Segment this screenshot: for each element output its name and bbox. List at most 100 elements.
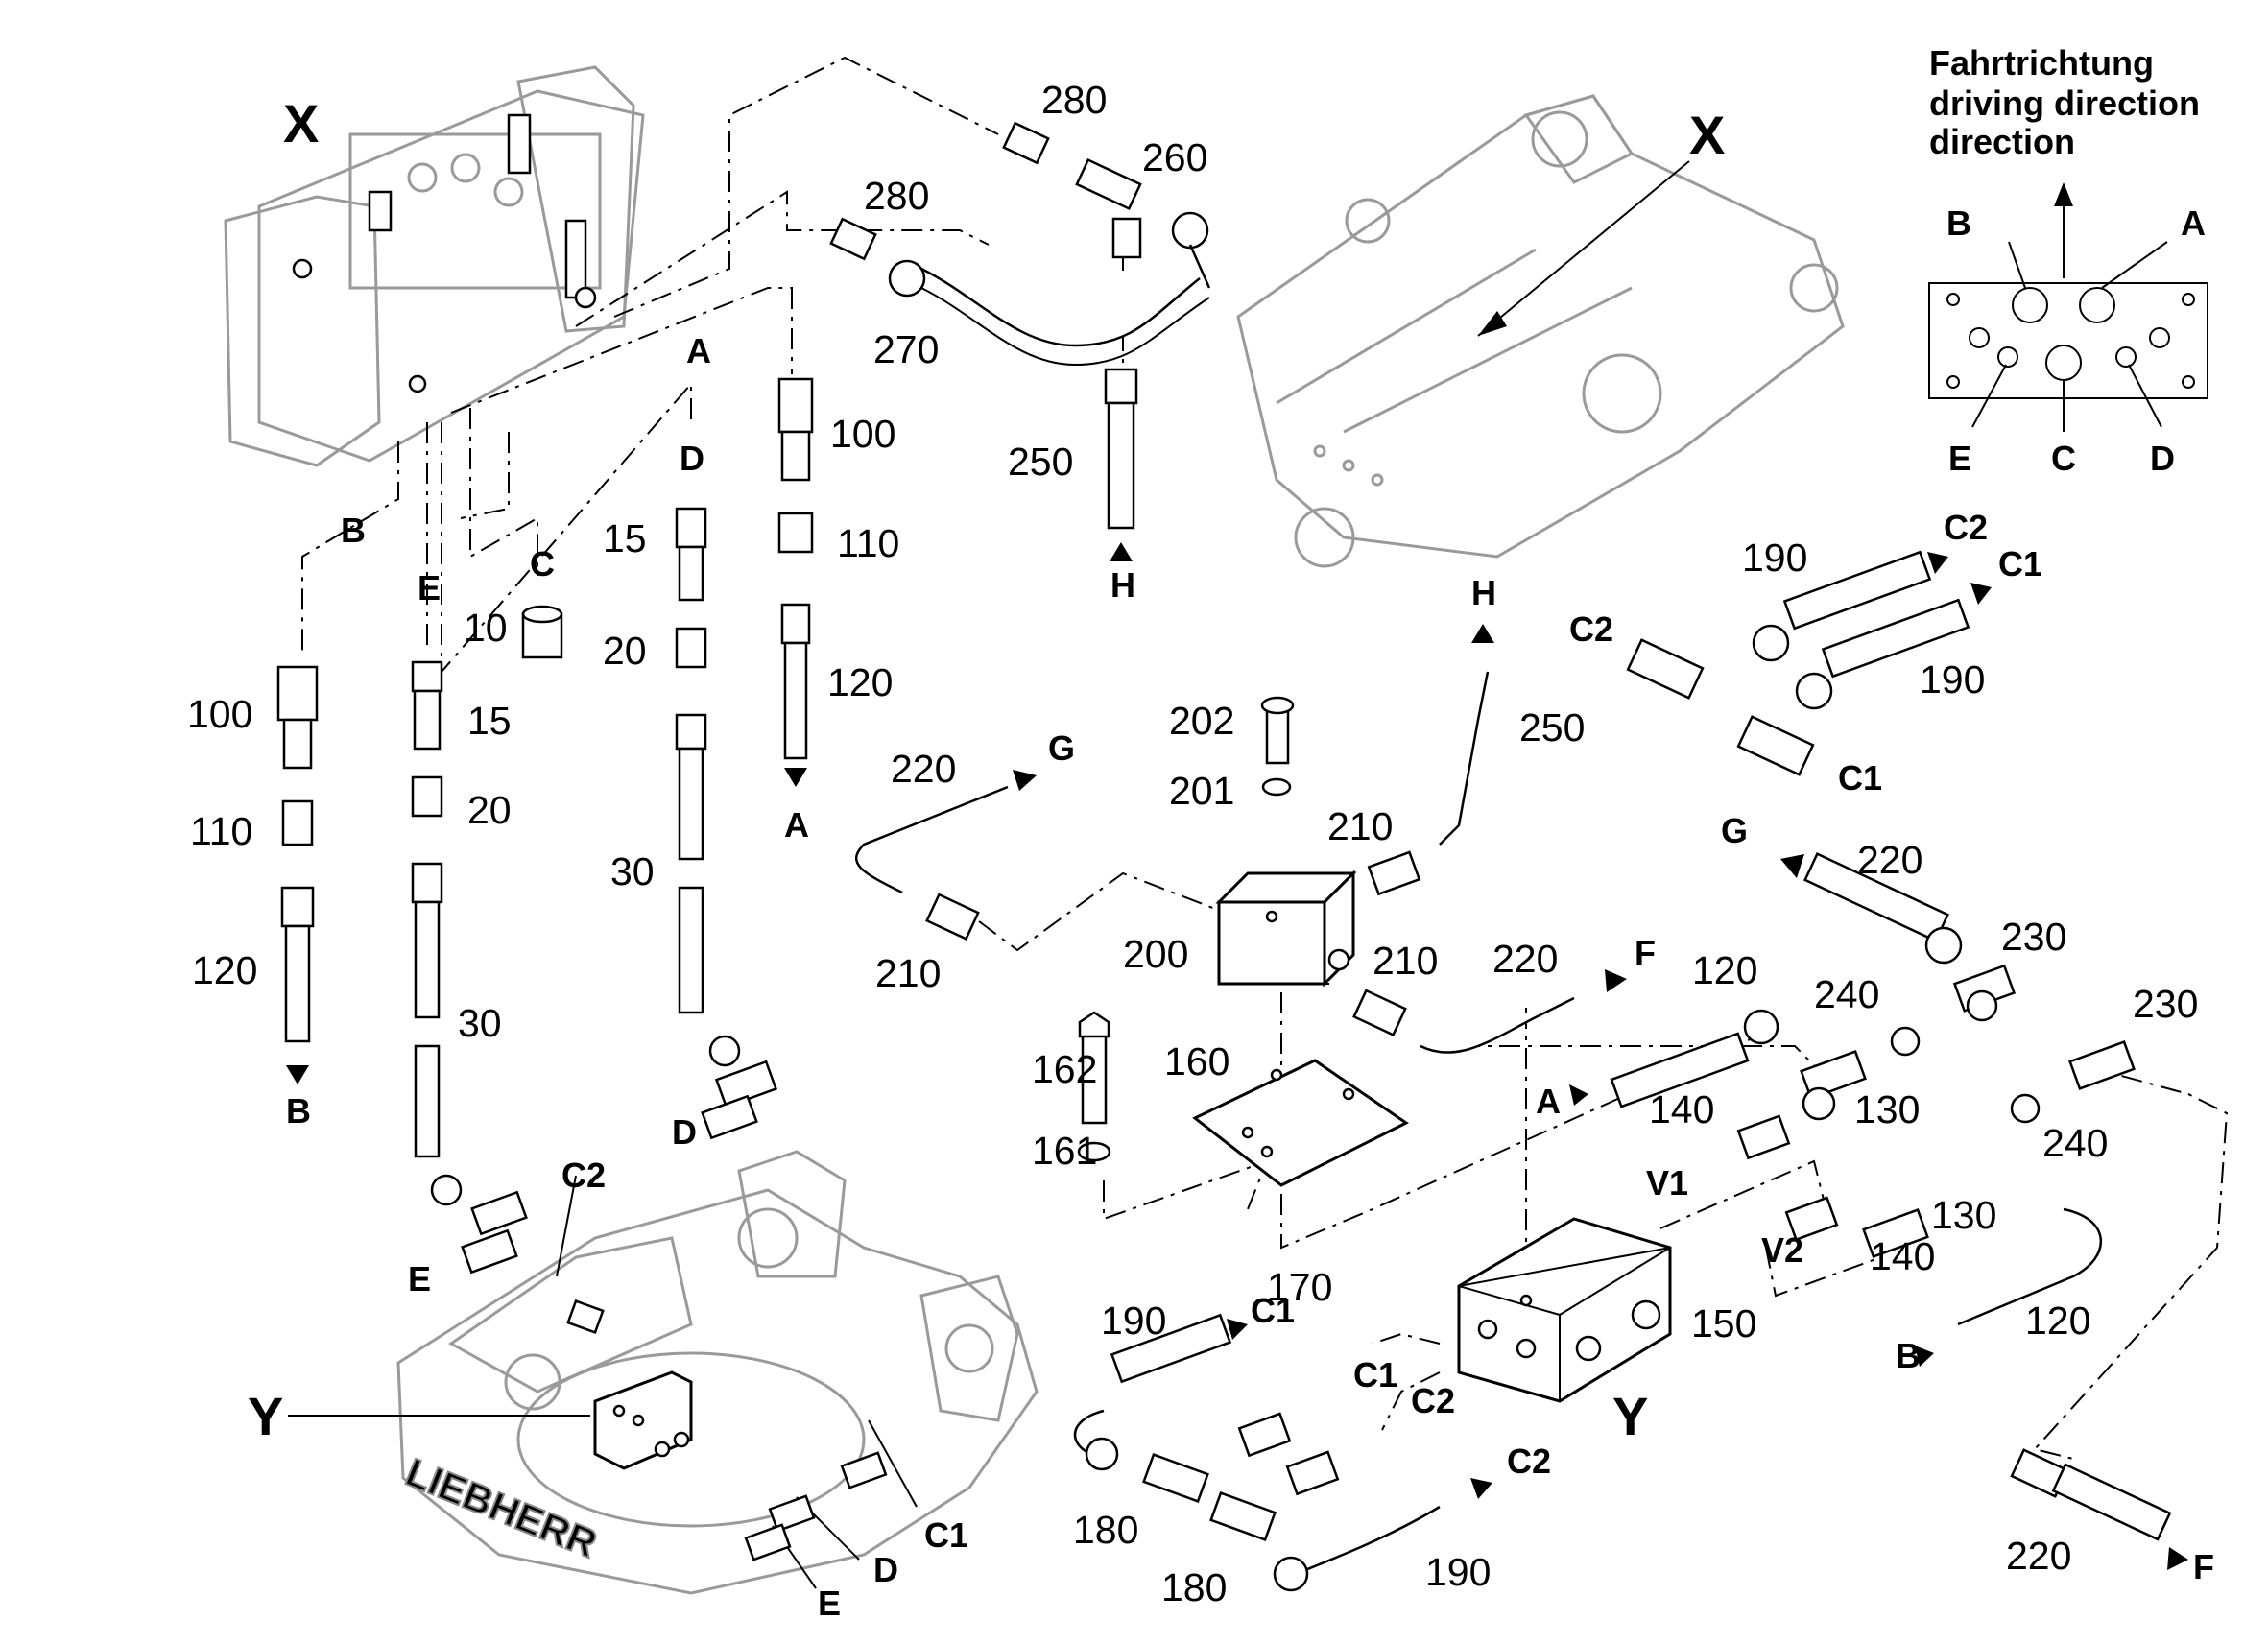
valve-block-150 bbox=[1457, 1217, 1672, 1403]
callout-220: 220 bbox=[1492, 937, 1558, 981]
callout-220: 220 bbox=[891, 747, 956, 791]
callout-30: 30 bbox=[610, 849, 655, 893]
port-label-d: D bbox=[873, 1550, 898, 1589]
view-y-label-right: Y bbox=[1612, 1386, 1648, 1446]
callout-20: 20 bbox=[467, 788, 512, 832]
port-label-c2: C2 bbox=[1507, 1441, 1551, 1481]
port-c-icon bbox=[2045, 345, 2082, 381]
legend-label-b: B bbox=[1946, 203, 1971, 243]
legend-label-a: A bbox=[2181, 203, 2206, 243]
callout-180: 180 bbox=[1073, 1508, 1138, 1552]
arrow-c1b-icon bbox=[1227, 1319, 1248, 1340]
legend-label-c: C bbox=[2051, 439, 2076, 478]
callout-110: 110 bbox=[837, 521, 899, 565]
callout-140: 140 bbox=[1870, 1234, 1935, 1278]
port-label-v2: V2 bbox=[1761, 1230, 1803, 1270]
arrow-c1-icon bbox=[1970, 583, 1992, 605]
callout-270: 270 bbox=[873, 327, 939, 371]
callout-210: 210 bbox=[1373, 939, 1438, 983]
direction-arrow-icon bbox=[2054, 182, 2073, 206]
port-a-icon bbox=[2079, 287, 2115, 323]
port-d-icon bbox=[2115, 346, 2137, 368]
arrow-h2-icon bbox=[1471, 624, 1494, 643]
port-label-c1: C1 bbox=[1838, 758, 1882, 798]
upper-hose-assembly bbox=[829, 121, 1211, 561]
port-label-c1: C1 bbox=[1353, 1355, 1397, 1394]
port-label-b: B bbox=[1896, 1336, 1921, 1375]
arrow-c2b-icon bbox=[1470, 1478, 1492, 1499]
callout-100: 100 bbox=[187, 692, 252, 736]
arrow-f-icon bbox=[1605, 969, 1627, 992]
legend-label-e: E bbox=[1948, 439, 1971, 478]
port-label-d: D bbox=[672, 1112, 697, 1152]
port-label-a: A bbox=[784, 805, 809, 845]
callout-190: 190 bbox=[1101, 1299, 1166, 1343]
arrow-b2-icon bbox=[1915, 1346, 1934, 1367]
callout-202: 202 bbox=[1169, 699, 1234, 743]
port-label-a: A bbox=[1536, 1082, 1561, 1121]
port-label-v1: V1 bbox=[1646, 1163, 1688, 1203]
callout-201: 201 bbox=[1169, 769, 1234, 813]
fitting-stack-a bbox=[777, 377, 814, 787]
port-letter-callouts: B E C D A H H A B C2 C1 C2 C1 G G F F A … bbox=[286, 331, 2214, 1623]
callout-250: 250 bbox=[1008, 440, 1073, 484]
callout-260: 260 bbox=[1142, 135, 1207, 179]
callout-110: 110 bbox=[190, 809, 252, 853]
callout-161: 161 bbox=[1032, 1129, 1097, 1173]
legend-line-3: direction bbox=[1929, 122, 2075, 161]
callout-180: 180 bbox=[1161, 1565, 1227, 1609]
callout-230: 230 bbox=[2133, 982, 2198, 1026]
hoses-c1-c2-top bbox=[1626, 550, 1992, 776]
port-label-c1: C1 bbox=[924, 1515, 968, 1555]
legend-line-1: Fahrtrichtung bbox=[1929, 43, 2154, 83]
legend-line-2: driving direction bbox=[1929, 83, 2200, 123]
callout-210: 210 bbox=[875, 951, 941, 995]
port-label-b: B bbox=[286, 1091, 311, 1131]
port-label-e: E bbox=[408, 1259, 431, 1299]
port-label-h: H bbox=[1471, 573, 1496, 612]
legend-label-d: D bbox=[2150, 439, 2175, 478]
arrow-a-icon bbox=[784, 768, 807, 787]
arrow-g2-icon bbox=[1780, 854, 1804, 878]
port-e-icon bbox=[1997, 346, 2018, 368]
arrow-g-icon bbox=[1013, 770, 1037, 791]
view-x-adapter-frame bbox=[1236, 94, 1845, 568]
port-label-f: F bbox=[2193, 1547, 2214, 1586]
callout-120: 120 bbox=[2025, 1299, 2090, 1343]
callout-280: 280 bbox=[864, 174, 929, 218]
hoses-right-f-g bbox=[1569, 852, 2188, 1570]
port-label-c2: C2 bbox=[1944, 508, 1988, 547]
callout-250: 250 bbox=[1519, 705, 1585, 750]
callout-20: 20 bbox=[603, 629, 647, 673]
callout-240: 240 bbox=[1814, 972, 1879, 1016]
callout-100: 100 bbox=[830, 412, 895, 456]
callout-160: 160 bbox=[1164, 1039, 1229, 1084]
port-label-f: F bbox=[1635, 933, 1656, 972]
callout-10: 10 bbox=[464, 606, 508, 650]
port-plate bbox=[1928, 282, 2208, 399]
callout-130: 130 bbox=[1931, 1193, 1996, 1237]
callout-200: 200 bbox=[1123, 932, 1188, 976]
callout-210: 210 bbox=[1327, 804, 1393, 848]
callout-15: 15 bbox=[467, 699, 512, 743]
callout-120: 120 bbox=[827, 660, 893, 704]
callout-30: 30 bbox=[458, 1001, 502, 1045]
callout-170: 170 bbox=[1267, 1265, 1332, 1309]
callout-140: 140 bbox=[1649, 1087, 1714, 1132]
port-label-b: B bbox=[341, 511, 366, 550]
callout-120: 120 bbox=[1692, 948, 1757, 992]
fitting-stack-c bbox=[521, 605, 563, 659]
callout-15: 15 bbox=[603, 516, 647, 560]
port-label-g: G bbox=[1721, 811, 1748, 850]
port-label-h: H bbox=[1110, 565, 1135, 605]
view-x-label-left: X bbox=[283, 93, 319, 154]
callout-150: 150 bbox=[1691, 1301, 1756, 1346]
arrow-h-icon bbox=[1110, 542, 1133, 561]
callout-130: 130 bbox=[1854, 1087, 1920, 1132]
liebherr-logo: LIEBHERR bbox=[400, 1450, 604, 1566]
callout-240: 240 bbox=[2042, 1121, 2108, 1165]
callout-220: 220 bbox=[1857, 838, 1922, 882]
callout-230: 230 bbox=[2001, 915, 2066, 959]
port-label-e: E bbox=[818, 1584, 841, 1623]
